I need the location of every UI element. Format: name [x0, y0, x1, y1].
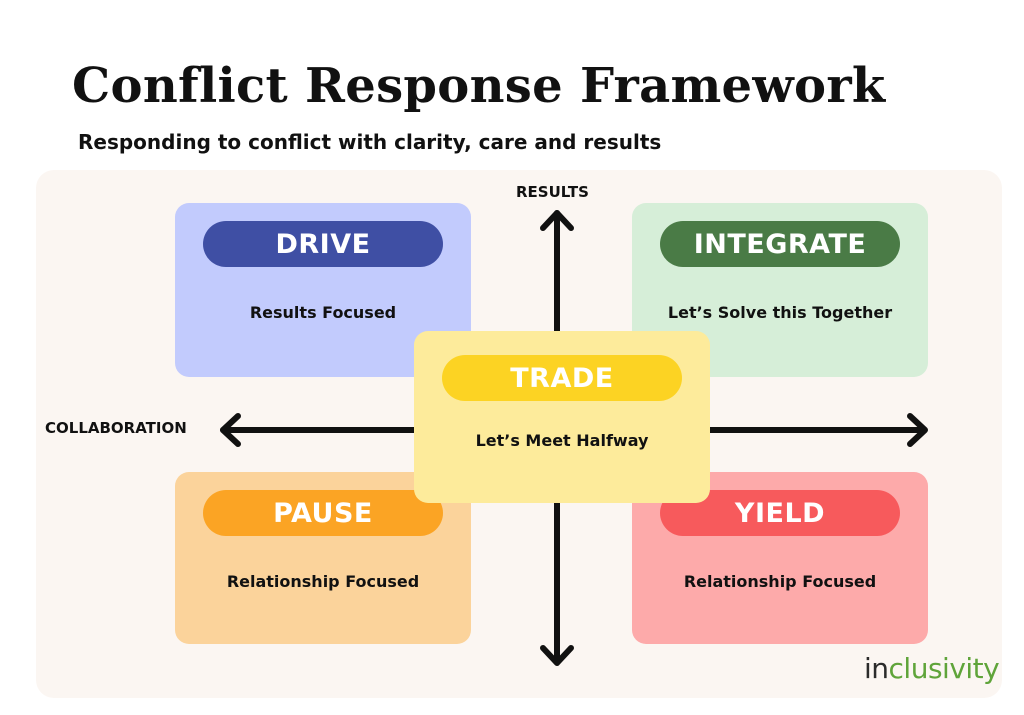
trade-description: Let’s Meet Halfway: [475, 431, 649, 450]
collaboration-axis-label: COLLABORATION: [45, 419, 187, 437]
drive-quadrant: DRIVE Results Focused: [175, 203, 471, 377]
logo-prefix: in: [864, 652, 889, 685]
arrow-up-icon: [540, 210, 574, 231]
yield-pill: YIELD: [660, 490, 900, 536]
pause-pill: PAUSE: [203, 490, 443, 536]
integrate-pill: INTEGRATE: [660, 221, 900, 267]
drive-description: Results Focused: [249, 303, 397, 322]
pause-description: Relationship Focused: [226, 572, 420, 591]
page-subtitle: Responding to conflict with clarity, car…: [78, 130, 662, 154]
trade-pill: TRADE: [442, 355, 682, 401]
inclusivity-logo: inclusivity: [864, 652, 1000, 685]
pause-quadrant: PAUSE Relationship Focused: [175, 472, 471, 644]
page-title: Conflict Response Framework: [72, 58, 886, 114]
logo-accent: clusivity: [888, 652, 1000, 685]
arrow-down-icon: [540, 645, 574, 666]
arrow-left-icon: [220, 413, 241, 447]
trade-center-box: TRADE Let’s Meet Halfway: [414, 331, 710, 503]
drive-pill: DRIVE: [203, 221, 443, 267]
arrow-right-icon: [907, 413, 928, 447]
integrate-description: Let’s Solve this Together: [667, 303, 893, 322]
yield-description: Relationship Focused: [683, 572, 877, 591]
results-axis-label: RESULTS: [516, 183, 589, 201]
